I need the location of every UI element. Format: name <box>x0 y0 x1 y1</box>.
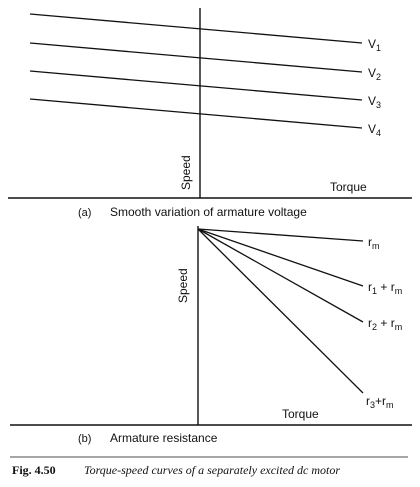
resistance-line-r1-rm <box>197 228 364 287</box>
panel-a-torque-label: Torque <box>330 180 367 194</box>
label-r2-rm: r2 + rm <box>368 316 402 332</box>
panel-b-torque-label: Torque <box>282 407 319 421</box>
panel-b-speed-label: Speed <box>176 268 190 303</box>
resistance-line-r3-rm <box>197 228 364 394</box>
voltage-line-v2 <box>29 42 363 73</box>
label-v3: V3 <box>368 94 381 110</box>
figure-title: Torque-speed curves of a separately exci… <box>84 463 340 477</box>
label-rm: rm <box>368 235 380 251</box>
label-r3-rm: r3+rm <box>366 394 394 410</box>
resistance-line-rm <box>197 228 364 242</box>
voltage-line-v1 <box>29 13 363 44</box>
resistance-line-r2-rm <box>197 228 364 323</box>
figure-number: Fig. 4.50 <box>12 463 56 477</box>
panel-a-caption-text: Smooth variation of armature voltage <box>110 205 307 219</box>
panel-b: rm r1 + rm r2 + rm r3+rm Speed Torque (b… <box>10 226 412 445</box>
label-r1-rm: r1 + rm <box>368 280 402 296</box>
voltage-line-v4 <box>29 98 363 129</box>
panel-b-caption-tag: (b) <box>78 433 91 445</box>
label-v4: V4 <box>368 122 381 138</box>
panel-a: V1 V2 V3 V4 Speed Torque (a) Smooth vari… <box>8 8 412 219</box>
panel-b-caption-text: Armature resistance <box>110 431 218 445</box>
label-v1: V1 <box>368 37 381 53</box>
panel-a-speed-label: Speed <box>179 155 193 190</box>
label-v2: V2 <box>368 66 381 82</box>
panel-a-caption-tag: (a) <box>78 207 91 219</box>
voltage-line-v3 <box>29 70 363 101</box>
